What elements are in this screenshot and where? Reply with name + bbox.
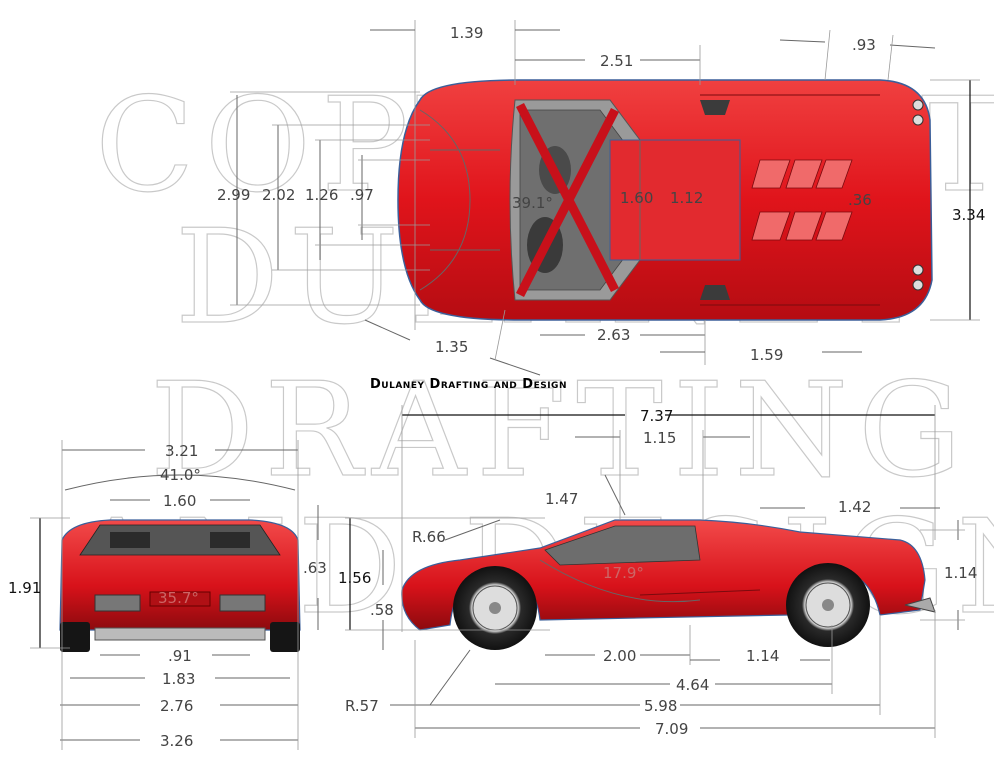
dim-0-93: .93 <box>852 36 876 54</box>
rear-view: 3.21 41.0° 1.60 1.91 .63 35.7° .91 1.83 … <box>8 440 327 750</box>
watermark-line-3: DRAFTING <box>150 354 972 506</box>
dim-7-09: 7.09 <box>655 720 688 738</box>
dim-1-60-front: 1.60 <box>163 492 196 510</box>
dim-0-97: .97 <box>350 186 374 204</box>
dim-17-9-deg: 17.9° <box>603 564 644 582</box>
dim-0-63: .63 <box>303 559 327 577</box>
dim-41-deg: 41.0° <box>160 466 201 484</box>
dim-1-83: 1.83 <box>162 670 195 688</box>
rear-view-labels: 3.21 41.0° 1.60 1.91 .63 35.7° .91 1.83 … <box>8 442 327 750</box>
dim-2-76: 2.76 <box>160 697 193 715</box>
side-view-dimensions <box>345 405 965 738</box>
dim-5-98: 5.98 <box>644 697 677 715</box>
dim-0-91: .91 <box>168 647 192 665</box>
dim-1-12: 1.12 <box>670 189 703 207</box>
dim-2-02: 2.02 <box>262 186 295 204</box>
top-view-labels: 1.39 2.51 .93 2.99 2.02 1.26 .97 3.34 1.… <box>217 24 985 364</box>
dim-1-47: 1.47 <box>545 490 578 508</box>
dim-3-21: 3.21 <box>165 442 198 460</box>
dim-0-36: .36 <box>848 191 872 209</box>
dim-2-00: 2.00 <box>603 647 636 665</box>
dim-1-14-side: 1.14 <box>944 564 977 582</box>
dim-1-39: 1.39 <box>450 24 483 42</box>
dim-1-91: 1.91 <box>8 579 41 597</box>
dim-1-60-top: 1.60 <box>620 189 653 207</box>
rear-view-car <box>59 519 301 652</box>
front-wheel <box>453 566 537 650</box>
dim-1-15-top: 1.15 <box>643 429 676 447</box>
dim-1-59: 1.59 <box>750 346 783 364</box>
dim-3-34: 3.34 <box>952 206 985 224</box>
dim-0-58: .58 <box>370 601 394 619</box>
dim-35-7-deg: 35.7° <box>158 589 199 607</box>
dim-1-26: 1.26 <box>305 186 338 204</box>
dim-1-35: 1.35 <box>435 338 468 356</box>
side-view-labels: 7.37 1.15 1.47 1.42 R.66 1.56 17.9° 1.14… <box>338 407 977 738</box>
dim-1-42: 1.42 <box>838 498 871 516</box>
dim-r-0-57: R.57 <box>345 697 379 715</box>
dim-7-37: 7.37 <box>640 407 673 425</box>
top-view-car <box>397 79 933 321</box>
dim-3-26: 3.26 <box>160 732 193 750</box>
dim-39-1-deg: 39.1° <box>512 194 553 212</box>
drawing-title: Dulaney Drafting and Design <box>370 377 567 392</box>
dim-2-63: 2.63 <box>597 326 630 344</box>
side-view: 7.37 1.15 1.47 1.42 R.66 1.56 17.9° 1.14… <box>338 405 977 738</box>
dim-2-51: 2.51 <box>600 52 633 70</box>
top-view: 1.39 2.51 .93 2.99 2.02 1.26 .97 3.34 1.… <box>217 20 985 376</box>
dim-1-14-bottom: 1.14 <box>746 647 779 665</box>
top-view-dimensions <box>230 20 980 376</box>
rear-wheel <box>786 563 870 647</box>
dim-r-0-66: R.66 <box>412 528 446 546</box>
rear-view-dimensions <box>30 440 319 750</box>
dim-1-56: 1.56 <box>338 569 371 587</box>
dim-4-64: 4.64 <box>676 676 709 694</box>
dim-2-99: 2.99 <box>217 186 250 204</box>
